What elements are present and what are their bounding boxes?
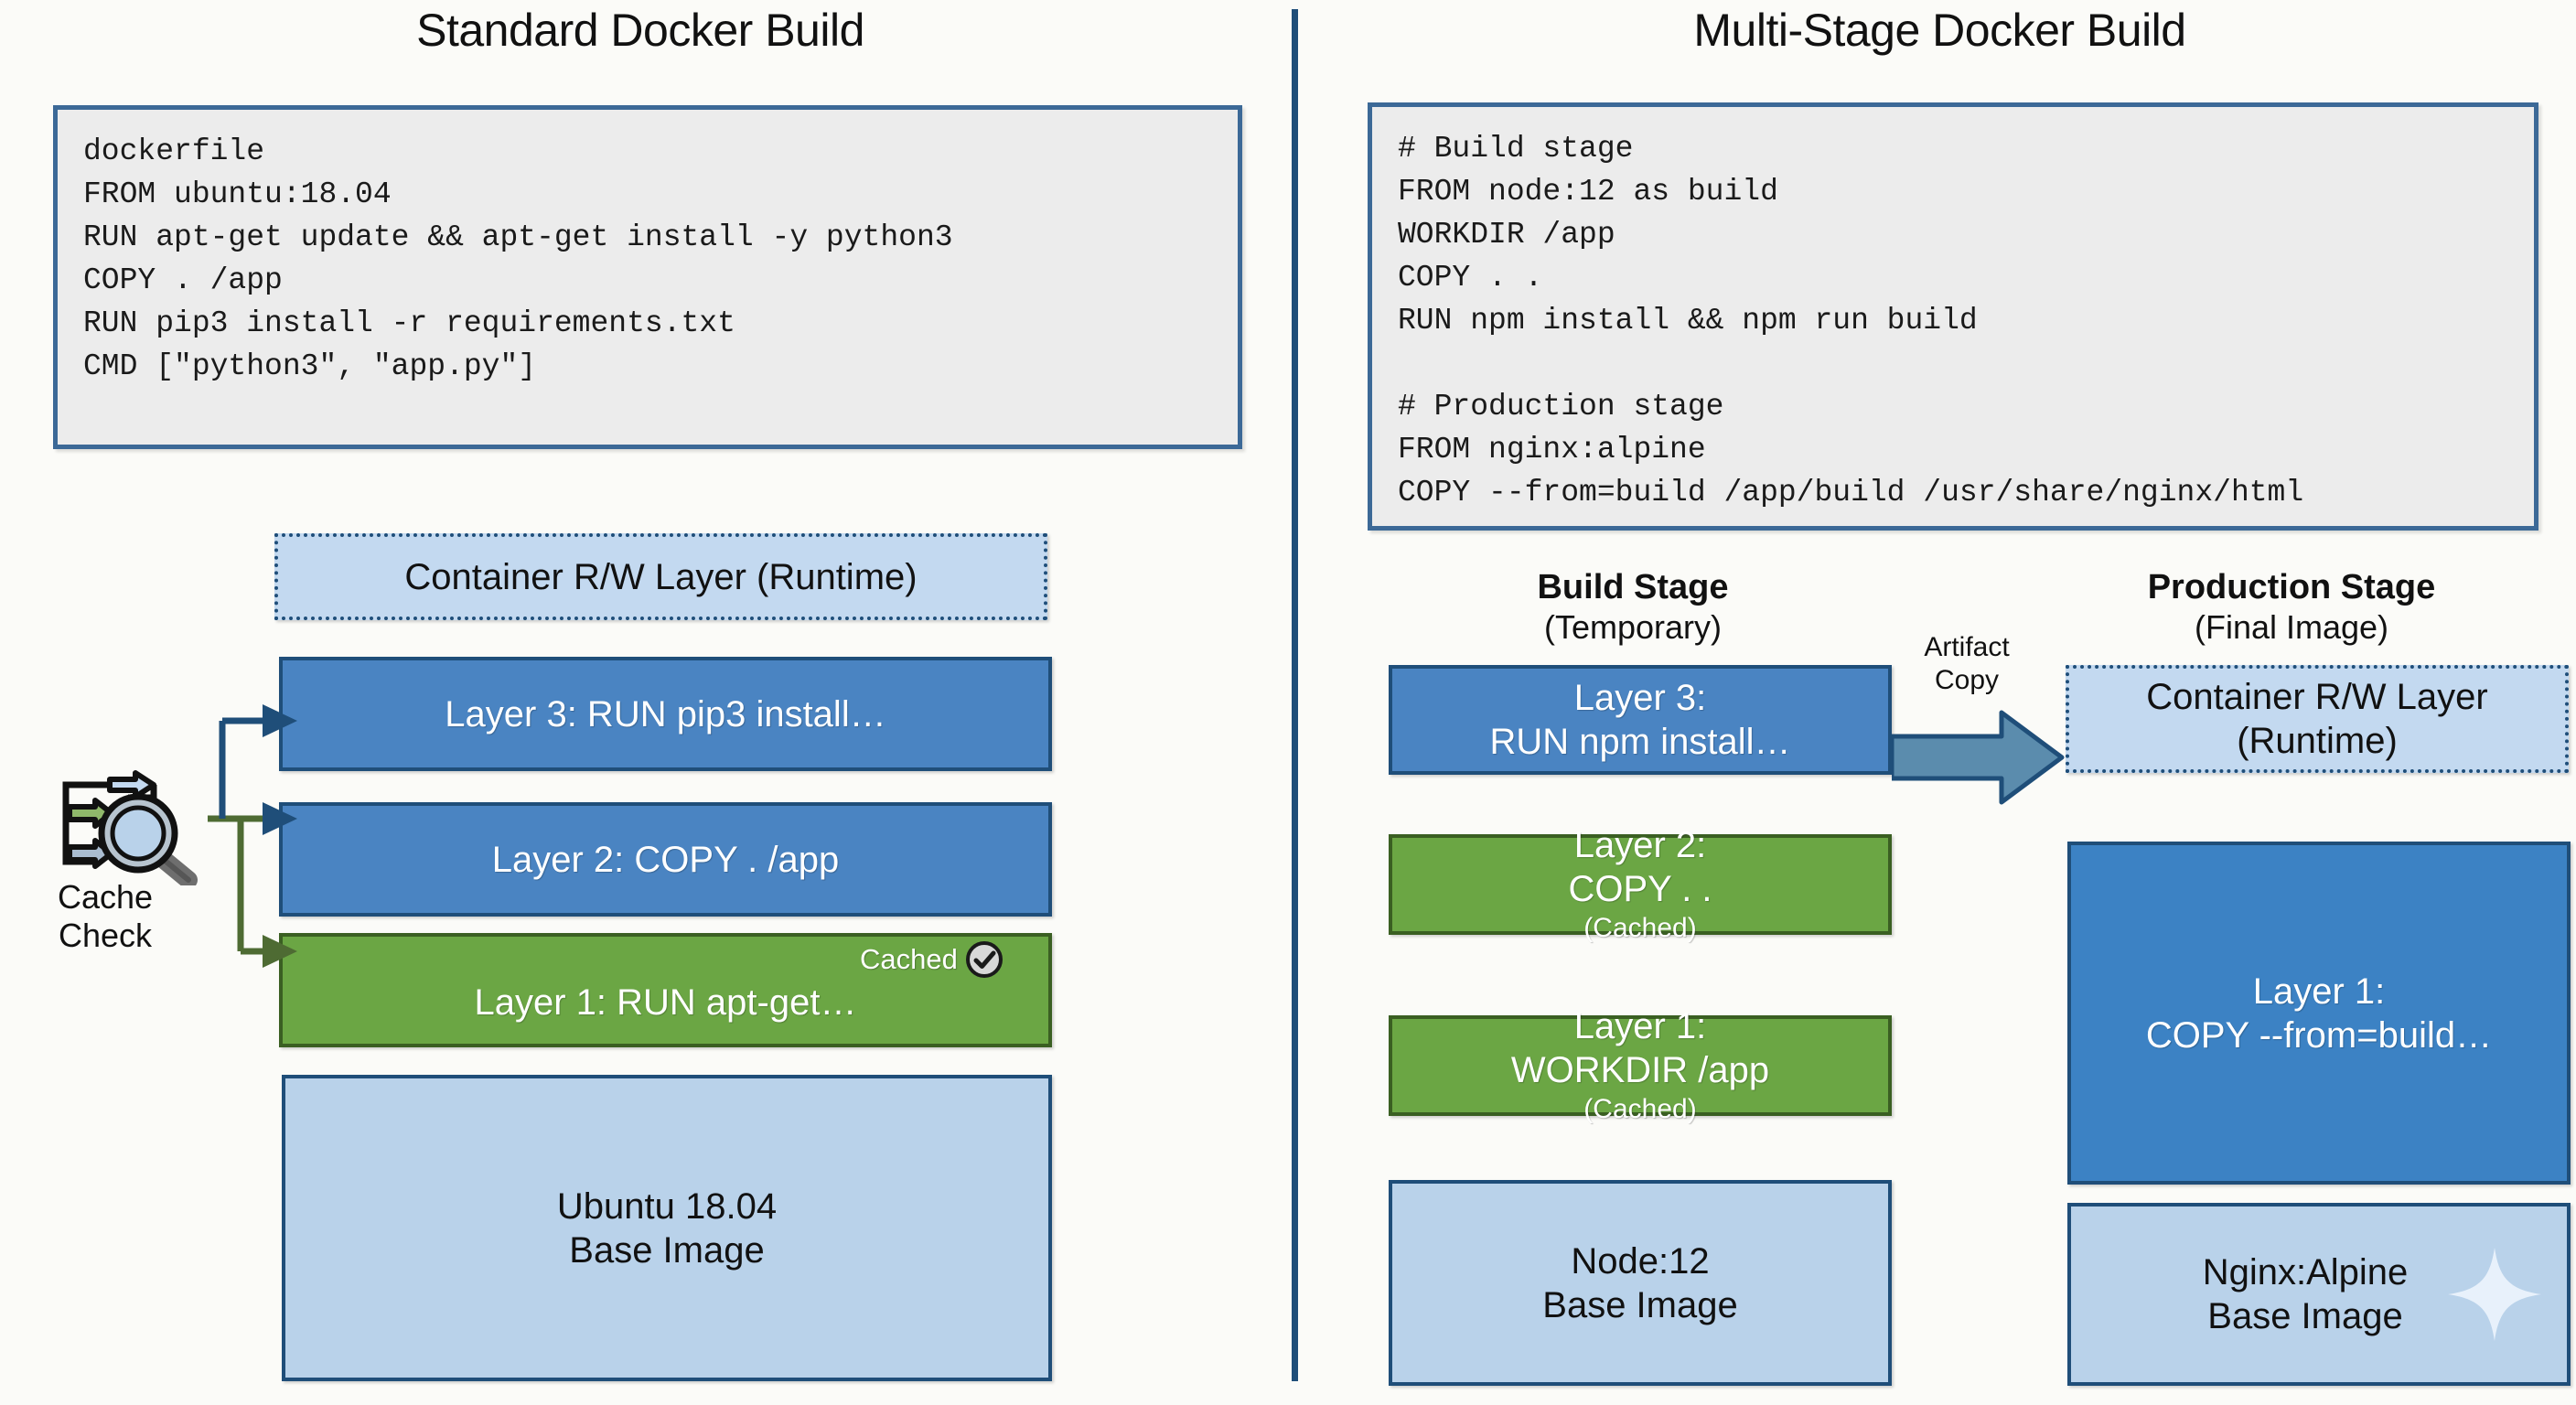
left-layer-base-image-label2: Base Image xyxy=(569,1229,765,1271)
build-stage-layer-2-sub: (Cached) xyxy=(1583,913,1697,943)
left-layer-1-cached-badge: Cached xyxy=(860,940,1004,979)
left-layer-container-rw: Container R/W Layer (Runtime) xyxy=(274,533,1047,620)
production-stage-container-rw-label2: (Runtime) xyxy=(2237,721,2398,761)
right-dockerfile-box: # Build stage FROM node:12 as build WORK… xyxy=(1368,102,2538,531)
left-dockerfile-code: dockerfile FROM ubuntu:18.04 RUN apt-get… xyxy=(83,134,953,383)
build-stage-heading-sub: (Temporary) xyxy=(1543,608,1723,646)
build-stage-layer-2: Layer 2: COPY . . (Cached) xyxy=(1389,825,1892,943)
artifact-copy-label-line1: Artifact xyxy=(1924,632,2010,662)
production-stage-layer-1: Layer 1: COPY --from=build… xyxy=(2067,842,2571,1185)
left-layer-1-label: Layer 1: RUN apt-get… xyxy=(474,981,857,1023)
cache-check-label-line1: Cache xyxy=(57,878,154,916)
build-stage-layer-1-label2: WORKDIR /app xyxy=(1510,1050,1770,1090)
left-layer-3: Layer 3: RUN pip3 install… xyxy=(279,657,1052,771)
artifact-copy-arrow xyxy=(1889,709,2066,810)
cached-badge-label: Cached xyxy=(860,943,958,975)
build-stage-heading: Build Stage (Temporary) xyxy=(1381,567,1884,648)
build-stage-layer-2-label: Layer 2: xyxy=(1573,825,1707,865)
production-stage-heading: Production Stage (Final Image) xyxy=(2054,567,2529,648)
build-stage-layer-3-label2: RUN npm install… xyxy=(1489,722,1791,762)
build-stage-layer-3: Layer 3: RUN npm install… xyxy=(1389,665,1892,775)
right-dockerfile-code: # Build stage FROM node:12 as build WORK… xyxy=(1398,132,2304,509)
panel-divider xyxy=(1292,9,1298,1381)
left-layer-2: Layer 2: COPY . /app xyxy=(279,802,1052,917)
build-stage-base-image-label: Node:12 xyxy=(1571,1240,1710,1282)
left-layer-base-image: Ubuntu 18.04 Base Image xyxy=(282,1075,1052,1381)
left-dockerfile-box: dockerfile FROM ubuntu:18.04 RUN apt-get… xyxy=(53,105,1242,449)
build-stage-base-image: Node:12 Base Image xyxy=(1389,1180,1892,1386)
build-stage-layer-3-label: Layer 3: xyxy=(1573,678,1707,718)
right-panel-title: Multi-Stage Docker Build xyxy=(1693,5,2186,56)
build-stage-base-image-label2: Base Image xyxy=(1542,1284,1738,1325)
left-layer-1: Layer 1: RUN apt-get… xyxy=(279,933,1052,1047)
artifact-copy-label: Artifact Copy xyxy=(1898,631,2035,697)
artifact-copy-label-line2: Copy xyxy=(1934,665,2000,695)
build-stage-layer-1-sub: (Cached) xyxy=(1583,1094,1697,1124)
production-stage-container-rw-label: Container R/W Layer xyxy=(2146,677,2488,717)
cache-check-label-line2: Check xyxy=(58,917,153,954)
build-stage-heading-title: Build Stage xyxy=(1537,568,1729,606)
production-stage-heading-sub: (Final Image) xyxy=(2194,608,2389,646)
left-layer-3-label: Layer 3: RUN pip3 install… xyxy=(445,693,886,735)
left-layer-2-label: Layer 2: COPY . /app xyxy=(491,839,840,880)
production-stage-layer-1-label: Layer 1: xyxy=(2252,971,2386,1012)
build-stage-layer-2-label2: COPY . . xyxy=(1568,869,1712,909)
production-stage-container-rw: Container R/W Layer (Runtime) xyxy=(2066,665,2569,773)
build-stage-layer-1-label: Layer 1: xyxy=(1573,1006,1707,1046)
left-layer-base-image-label: Ubuntu 18.04 xyxy=(556,1185,778,1227)
check-circle-icon xyxy=(965,940,1004,979)
build-stage-layer-1: Layer 1: WORKDIR /app (Cached) xyxy=(1389,1006,1892,1124)
arrow-right-block-icon xyxy=(1889,710,2065,805)
cache-check-label: Cache Check xyxy=(0,878,210,955)
production-stage-heading-title: Production Stage xyxy=(2147,568,2436,606)
production-stage-base-image-label: Nginx:Alpine xyxy=(2202,1252,2409,1292)
production-stage-layer-1-label2: COPY --from=build… xyxy=(2145,1014,2493,1056)
left-layer-container-rw-label: Container R/W Layer (Runtime) xyxy=(404,556,918,597)
sparkle-icon xyxy=(2444,1244,2545,1345)
cache-connector-arrows xyxy=(197,677,306,1006)
production-stage-base-image-label2: Base Image xyxy=(2207,1296,2403,1336)
cache-check-icon-group xyxy=(18,767,220,889)
magnifier-arrows-icon xyxy=(62,770,198,889)
left-panel-title: Standard Docker Build xyxy=(416,5,864,56)
